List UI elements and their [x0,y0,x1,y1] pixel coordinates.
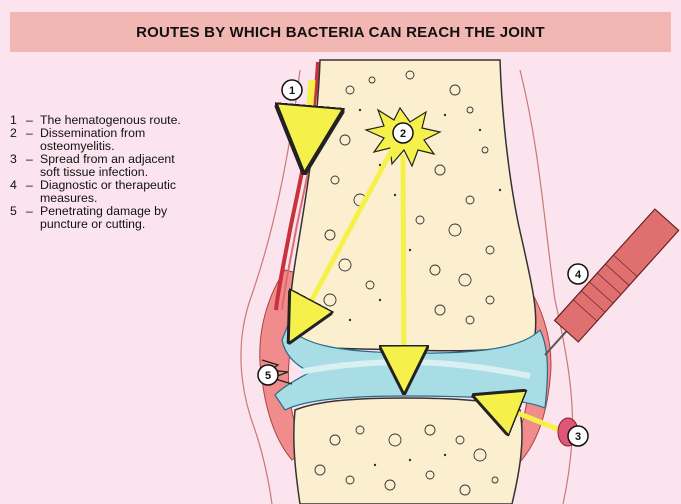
legend-item-3: 3 – Spread from an adjacent soft tissue … [10,153,270,179]
legend-item-4: 4 – Diagnostic or therapeutic measures. [10,179,270,205]
legend-item-5: 5 – Penetrating damage by puncture or cu… [10,205,270,231]
legend: 1 – The hematogenous route. 2 – Dissemin… [10,114,270,231]
svg-text:4: 4 [575,269,582,281]
marker-1: 1 [282,80,302,100]
svg-text:5: 5 [265,370,271,382]
arrow-route-2-down [403,155,404,370]
syringe [533,209,679,366]
marker-5: 5 [258,365,278,385]
svg-text:2: 2 [400,128,406,140]
upper-bone [289,60,535,351]
marker-4: 4 [568,264,588,284]
svg-text:3: 3 [575,431,581,443]
marker-2: 2 [393,123,413,143]
lower-bone [294,398,522,504]
marker-3: 3 [568,426,588,446]
legend-item-2: 2 – Dissemination from osteomyelitis. [10,127,270,153]
arrow-route-1 [307,80,312,140]
svg-text:1: 1 [289,85,295,97]
